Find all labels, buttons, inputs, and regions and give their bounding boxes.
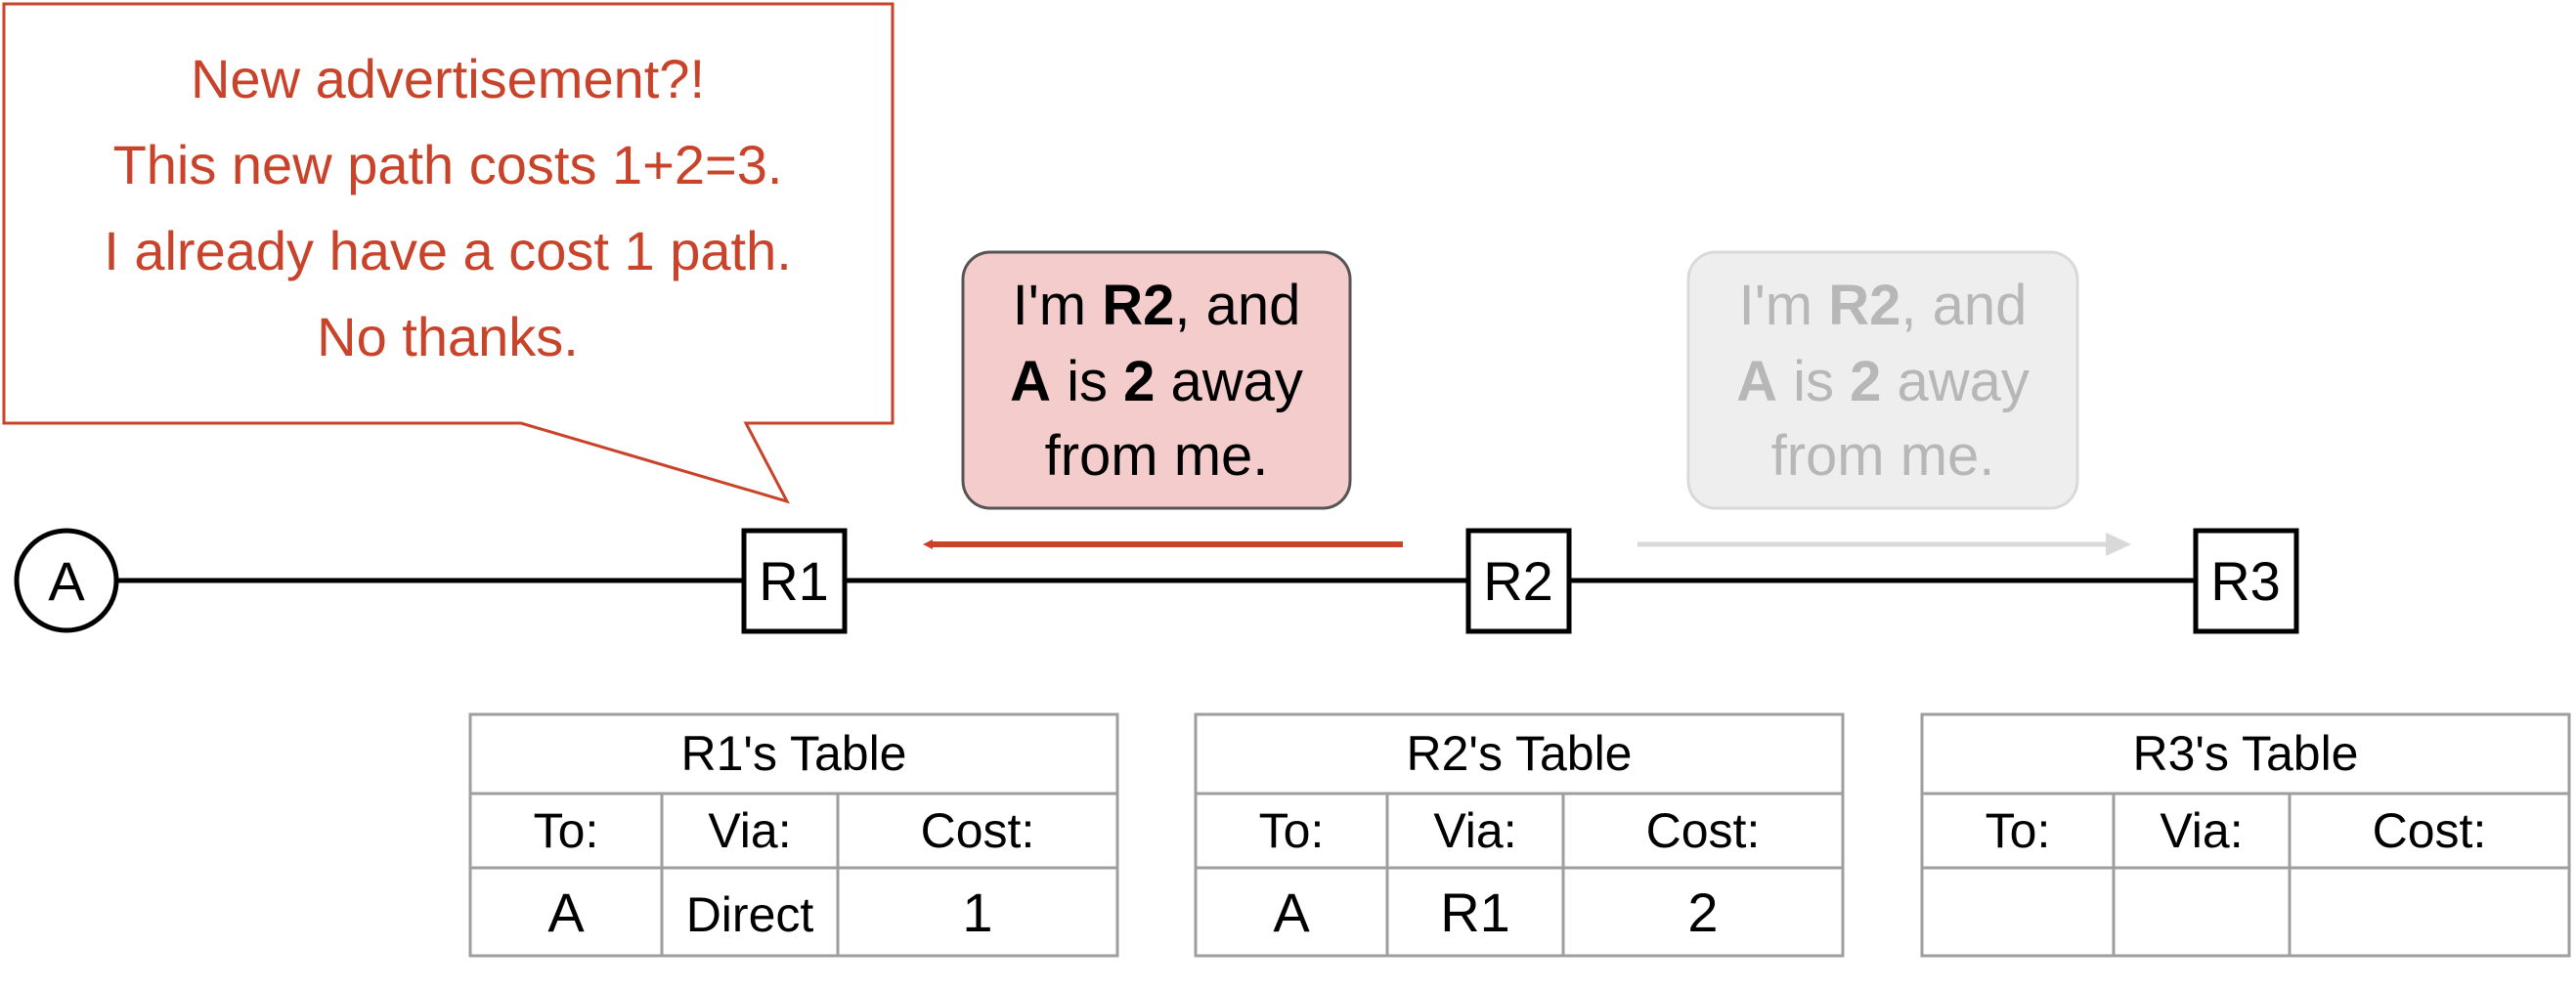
callout-line-3: I already have a cost 1 path. xyxy=(104,220,792,281)
table-title: R1's Table xyxy=(681,726,907,781)
rejection-callout: New advertisement?! This new path costs … xyxy=(2,2,895,504)
routing-table-r1: R1's Table To: Via: Cost: A Direct 1 xyxy=(468,712,1119,958)
cell-via: Direct xyxy=(686,887,814,942)
r1-label: R1 xyxy=(759,550,829,612)
table-title: R3's Table xyxy=(2133,726,2359,781)
advertisement-message-to-r3: I'm R2, and A is 2 away from me. xyxy=(1686,250,2079,510)
header-via: Via: xyxy=(2160,803,2243,858)
message-line-2: A is 2 away xyxy=(1010,350,1303,413)
cell-cost: 2 xyxy=(1687,882,1718,943)
message-line-1: I'm R2, and xyxy=(1013,274,1301,337)
faded-message-line-2: A is 2 away xyxy=(1736,350,2030,413)
host-node-a: A xyxy=(14,528,119,633)
header-cost: Cost: xyxy=(1646,803,1761,858)
header-to: To: xyxy=(534,803,599,858)
callout-line-2: This new path costs 1+2=3. xyxy=(113,134,783,195)
callout-line-4: No thanks. xyxy=(317,306,579,367)
header-via: Via: xyxy=(1433,803,1516,858)
table-title: R2's Table xyxy=(1407,726,1633,781)
header-cost: Cost: xyxy=(921,803,1035,858)
cell-to: A xyxy=(547,882,585,943)
r2-label: R2 xyxy=(1483,550,1553,612)
callout-bubble xyxy=(2,2,895,504)
advertisement-message-to-r1: I'm R2, and A is 2 away from me. xyxy=(961,250,1352,510)
message-box xyxy=(961,250,1352,510)
cell-cost: 1 xyxy=(962,882,992,943)
header-to: To: xyxy=(1986,803,2051,858)
r3-label: R3 xyxy=(2210,550,2281,612)
callout-line-1: New advertisement?! xyxy=(191,48,705,109)
routing-table-r2: R2's Table To: Via: Cost: A R1 2 xyxy=(1194,712,1845,958)
host-label: A xyxy=(48,550,85,612)
cell-to: A xyxy=(1273,882,1310,943)
faded-advertisement-arrow-right xyxy=(1637,533,2131,556)
faded-message-box xyxy=(1686,250,2079,510)
faded-message-line-3: from me. xyxy=(1771,424,1995,488)
cell-via: R1 xyxy=(1440,882,1510,943)
router-node-r2: R2 xyxy=(1465,528,1572,634)
router-node-r1: R1 xyxy=(741,528,848,634)
faded-message-line-1: I'm R2, and xyxy=(1739,274,2028,337)
header-cost: Cost: xyxy=(2373,803,2487,858)
message-line-3: from me. xyxy=(1045,424,1269,488)
router-node-r3: R3 xyxy=(2193,528,2299,634)
header-via: Via: xyxy=(708,803,791,858)
header-to: To: xyxy=(1259,803,1325,858)
routing-table-r3: R3's Table To: Via: Cost: xyxy=(1920,712,2571,958)
